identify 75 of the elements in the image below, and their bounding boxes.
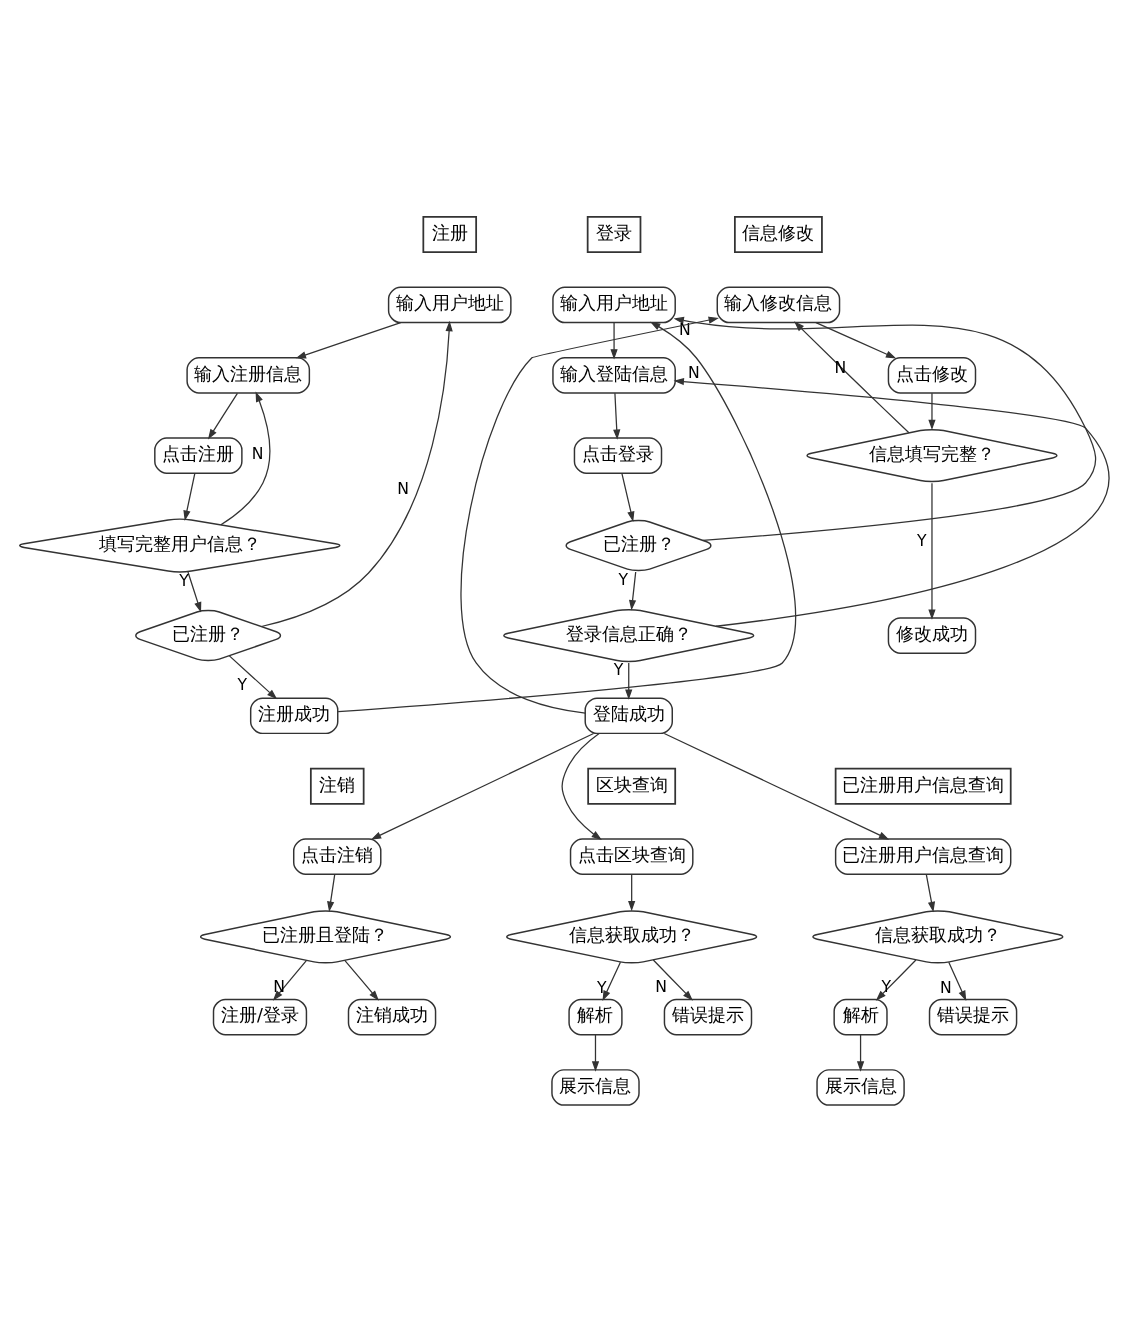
arrow — [344, 959, 379, 1001]
node-box: 登录 — [586, 216, 642, 253]
arrow — [815, 322, 897, 359]
node-box: 注销成功 — [347, 998, 437, 1036]
node-box: 已注册用户信息查询 — [834, 767, 1012, 805]
node-box: 输入注册信息 — [186, 357, 311, 394]
node-box: 信息修改 — [734, 216, 823, 253]
node-box: 注册/登录 — [212, 998, 308, 1036]
node-box: 输入登陆信息 — [552, 357, 676, 394]
node-box: 点击区块查询 — [569, 838, 694, 875]
arrow — [613, 392, 621, 440]
edge-label: Y — [237, 674, 248, 694]
node-box: 解析 — [568, 998, 623, 1036]
node-box: 注销 — [309, 767, 365, 805]
node-box: 已注册用户信息查询 — [834, 838, 1012, 875]
arrow — [673, 316, 1097, 541]
arrow — [625, 662, 633, 700]
arrow — [183, 472, 196, 521]
arrow — [460, 316, 719, 714]
edge-label: N — [251, 443, 264, 463]
arrow — [337, 321, 796, 713]
edge-label: Y — [618, 570, 629, 590]
edge-label: Y — [179, 571, 189, 591]
node-box: 修改成功 — [887, 617, 977, 654]
edge-label: Y — [596, 977, 607, 997]
edge-label: N — [939, 977, 952, 997]
arrow — [602, 961, 622, 1001]
arrow — [948, 961, 967, 1001]
arrow — [856, 1034, 865, 1072]
node-box: 注册成功 — [249, 697, 339, 735]
edge-label: N — [397, 479, 409, 499]
arrow — [628, 571, 637, 611]
arrow — [220, 391, 271, 526]
node-box: 错误提示 — [663, 998, 753, 1036]
node-box: 点击登录 — [573, 437, 663, 474]
arrow — [187, 571, 202, 613]
arrow — [591, 1034, 600, 1072]
node-box: 点击注册 — [154, 437, 243, 474]
node-box: 解析 — [833, 998, 888, 1036]
node-box: 区块查询 — [587, 767, 677, 805]
node-box: 错误提示 — [928, 998, 1018, 1036]
edge-label: N — [273, 977, 285, 997]
node-box: 输入用户地址 — [387, 286, 512, 324]
arrow — [928, 392, 936, 431]
arrow — [327, 873, 336, 912]
arrow — [610, 322, 618, 360]
arrow — [875, 959, 917, 1001]
edge-label: N — [679, 320, 691, 340]
node-box: 登陆成功 — [584, 697, 673, 735]
arrow — [260, 320, 453, 628]
node-box: 展示信息 — [551, 1069, 640, 1106]
node-box: 展示信息 — [816, 1069, 905, 1106]
arrow — [628, 873, 636, 912]
arrow — [207, 392, 239, 440]
node-box: 点击注销 — [293, 838, 382, 875]
node-box: 注册 — [422, 216, 478, 253]
arrow — [228, 655, 278, 700]
arrow — [370, 732, 595, 840]
arrow — [272, 959, 308, 1001]
arrow — [295, 321, 402, 359]
edge-label: Y — [916, 530, 927, 550]
arrow — [621, 472, 635, 522]
arrow — [561, 732, 602, 841]
node-box: 输入用户地址 — [552, 286, 676, 324]
edge-label: N — [655, 977, 667, 997]
edge-label: N — [687, 363, 700, 383]
node-box: 点击修改 — [887, 357, 977, 394]
arrow — [928, 482, 936, 620]
node-box: 输入修改信息 — [716, 286, 841, 324]
arrow — [925, 873, 936, 913]
arrow — [673, 377, 1110, 627]
edge-label: Y — [613, 660, 624, 680]
arrow — [652, 959, 693, 1001]
arrow — [794, 321, 910, 434]
arrow — [663, 732, 890, 840]
